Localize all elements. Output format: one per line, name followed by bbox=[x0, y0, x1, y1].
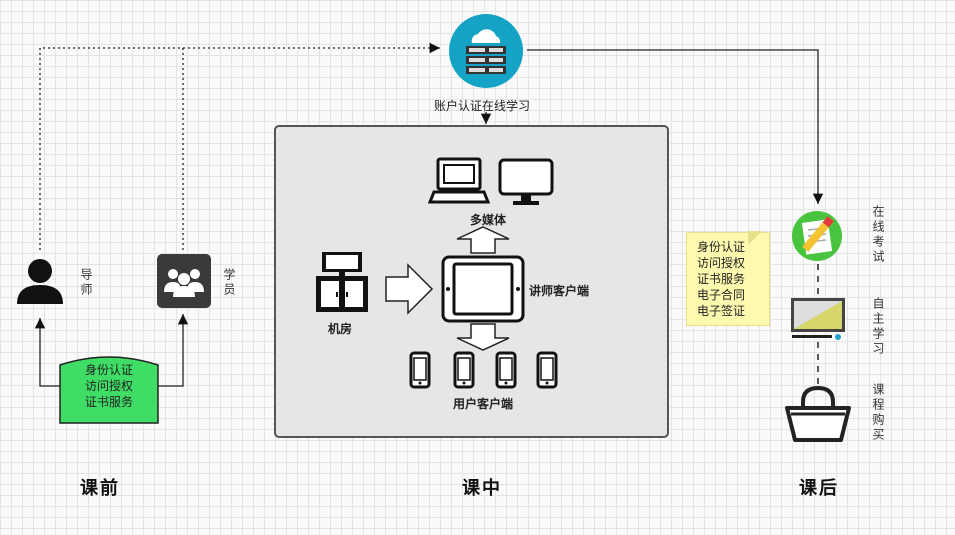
cloud-server-icon bbox=[448, 13, 524, 89]
note-fold bbox=[748, 231, 762, 245]
exam-label: 在线考试 bbox=[871, 205, 885, 265]
student-label: 学员 bbox=[222, 268, 236, 298]
section-during: 课中 bbox=[462, 478, 502, 499]
phone-icon bbox=[453, 351, 475, 393]
basket-icon bbox=[783, 384, 853, 448]
teacher-client-label: 讲师客户端 bbox=[529, 284, 590, 298]
after-note: 身份认证 访问授权 证书服务 电子合同 电子签证 bbox=[686, 232, 770, 326]
screen-icon bbox=[790, 297, 846, 345]
note-line: 身份认证 bbox=[697, 240, 746, 254]
monitor-icon bbox=[497, 157, 555, 211]
tablet-icon bbox=[441, 255, 525, 327]
section-after: 课后 bbox=[799, 478, 839, 499]
classroom-label: 机房 bbox=[328, 322, 353, 336]
auth-to-student-line bbox=[158, 314, 189, 387]
user-icon bbox=[14, 256, 66, 310]
auth-to-tutor-line bbox=[34, 318, 60, 387]
right-arrow bbox=[384, 263, 434, 319]
auth-line: 身份认证 bbox=[84, 363, 133, 377]
auth-box-text: 身份认证 访问授权 证书服务 bbox=[58, 362, 160, 410]
cloud-label: 账户认证在线学习 bbox=[434, 99, 531, 113]
phone-icon bbox=[409, 351, 431, 393]
tutor-to-cloud-line bbox=[39, 42, 440, 250]
auth-box-shape bbox=[58, 353, 160, 429]
down-arrow bbox=[455, 322, 511, 356]
phone-icon bbox=[536, 351, 558, 393]
laptop-icon bbox=[427, 156, 491, 210]
multimedia-label: 多媒体 bbox=[470, 213, 507, 227]
auth-line: 访问授权 bbox=[84, 379, 133, 393]
user-client-label: 用户客户端 bbox=[453, 397, 514, 411]
pencil-paper-icon bbox=[790, 208, 846, 268]
note-line: 访问授权 bbox=[697, 256, 746, 270]
auth-line: 证书服务 bbox=[84, 395, 133, 409]
phone-icon bbox=[495, 351, 517, 393]
tutor-label: 导师 bbox=[79, 268, 93, 298]
cabinet-icon bbox=[314, 250, 370, 318]
purchase-label: 课程购买 bbox=[871, 383, 885, 443]
selfstudy-label: 自主学习 bbox=[871, 297, 885, 357]
cloud-to-exam-line bbox=[527, 49, 824, 204]
note-line: 电子签证 bbox=[697, 304, 746, 318]
group-icon bbox=[157, 254, 211, 312]
section-before: 课前 bbox=[80, 478, 120, 499]
up-arrow bbox=[455, 225, 511, 259]
note-line: 电子合同 bbox=[697, 288, 746, 302]
note-line: 证书服务 bbox=[697, 272, 746, 286]
